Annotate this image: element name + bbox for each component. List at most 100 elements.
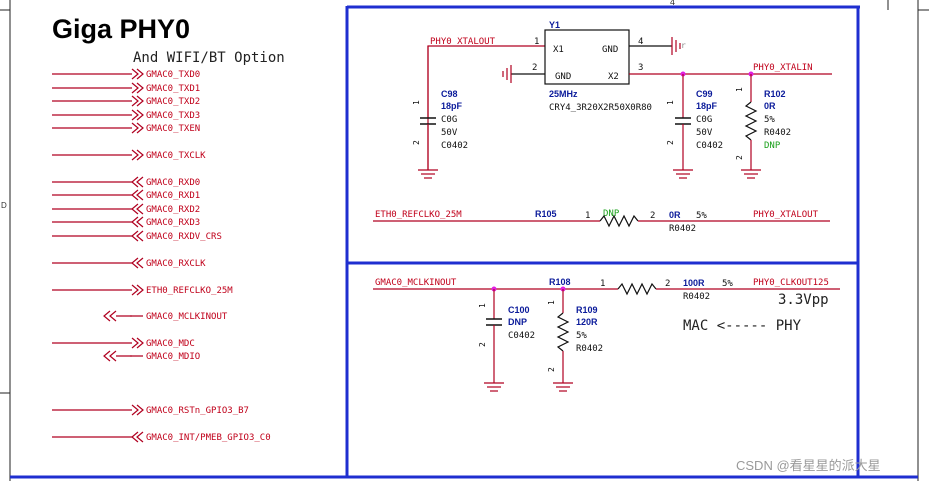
crystal-circuit: PHY0_XTALOUT 1 Y1 X1 GND GND X2 25MHz CR… — [412, 20, 832, 179]
net-label-eth-refclk: ETH0_REFCLKO_25M — [375, 210, 462, 220]
c100-package: C0402 — [508, 331, 535, 341]
port-connector: GMAC0_TXD0 — [52, 68, 200, 80]
c99-package: C0402 — [696, 141, 723, 151]
annotation-vpp: 3.3Vpp — [778, 292, 829, 308]
r105-package: R0402 — [669, 224, 696, 234]
r105-value: 0R — [669, 210, 681, 220]
net-label-xtalout: PHY0_XTALOUT — [430, 37, 496, 47]
port-label: GMAC0_MDC — [146, 339, 195, 349]
port-connector: ETH0_REFCLKO_25M — [52, 284, 233, 296]
y1-pin4-num: 4 — [638, 37, 643, 47]
port-label: GMAC0_MCLKINOUT — [146, 312, 228, 322]
port-connector: GMAC0_TXD2 — [52, 95, 200, 107]
r109-tol: 5% — [576, 331, 587, 341]
port-connector: GMAC0_RSTn_GPIO3_B7 — [52, 404, 249, 416]
port-connector: GMAC0_TXD1 — [52, 82, 200, 94]
page-subtitle: And WIFI/BT Option — [133, 50, 285, 66]
y1-part: CRY4_3R20X2R50X0R80 — [549, 103, 652, 113]
resistor-r105 — [599, 214, 639, 228]
resistor-r102 — [741, 74, 761, 179]
c99-pin1: 1 — [666, 100, 675, 105]
c98-voltage: 50V — [441, 128, 458, 138]
port-connector: GMAC0_TXCLK — [52, 149, 206, 161]
y1-pin2-num: 2 — [532, 63, 537, 73]
r109-ref: R109 — [576, 305, 598, 315]
port-label: GMAC0_RXCLK — [146, 259, 206, 269]
port-list: GMAC0_TXD0GMAC0_TXD1GMAC0_TXD2GMAC0_TXD3… — [52, 68, 271, 443]
gnd-symbol-y1-right — [671, 37, 681, 55]
r102-pin2: 2 — [735, 155, 744, 160]
refclk-option-circuit: ETH0_REFCLKO_25M R105 1 DNP 2 0R 5% R040… — [373, 209, 830, 234]
port-label: GMAC0_RXD1 — [146, 191, 200, 201]
r105-ref: R105 — [535, 209, 557, 219]
c98-ref: C98 — [441, 89, 458, 99]
r109-package: R0402 — [576, 344, 603, 354]
page-title: Giga PHY0 — [52, 14, 190, 44]
port-label: GMAC0_TXD2 — [146, 97, 200, 107]
net-label-xtalout-right: PHY0_XTALOUT — [753, 210, 819, 220]
r102-value: 0R — [764, 101, 776, 111]
port-label: GMAC0_RXDV_CRS — [146, 232, 222, 242]
r109-pin2: 2 — [547, 367, 556, 372]
watermark: CSDN @看星星的派大星 — [736, 458, 881, 473]
port-connector: GMAC0_INT/PMEB_GPIO3_C0 — [52, 431, 271, 443]
port-connector: GMAC0_RXD3 — [52, 216, 200, 228]
port-connector: GMAC0_TXEN — [52, 122, 200, 134]
port-connector: GMAC0_RXD1 — [52, 189, 200, 201]
r109-value: 120R — [576, 317, 598, 327]
r102-tol: 5% — [764, 115, 775, 125]
r109-pin1: 1 — [547, 300, 556, 305]
r105-pin2: 2 — [650, 211, 655, 221]
capacitor-c98 — [418, 46, 438, 179]
port-label: GMAC0_RXD2 — [146, 205, 200, 215]
net-label-mclk: GMAC0_MCLKINOUT — [375, 278, 457, 288]
r108-ref: R108 — [549, 277, 571, 287]
c100-value: DNP — [508, 317, 527, 327]
r108-pin2: 2 — [665, 279, 670, 289]
c98-pin1: 1 — [412, 100, 421, 105]
port-connector: GMAC0_RXCLK — [52, 257, 206, 269]
y1-pin3-num: 3 — [638, 63, 643, 73]
capacitor-c100 — [484, 289, 504, 392]
net-label-clkout: PHY0_CLKOUT125 — [753, 278, 829, 288]
port-connector: GMAC0_RXD0 — [52, 176, 200, 188]
port-connector: GMAC0_MDC — [52, 337, 195, 349]
y1-pin-x2: X2 — [608, 72, 619, 82]
resistor-r109 — [553, 289, 573, 392]
c99-pin2: 2 — [666, 140, 675, 145]
annotation-direction: MAC <----- PHY — [683, 318, 802, 334]
r105-note: DNP — [603, 209, 620, 219]
port-connector: GMAC0_MDIO — [103, 350, 200, 362]
c99-voltage: 50V — [696, 128, 713, 138]
c100-pin2: 2 — [478, 342, 487, 347]
y1-ref: Y1 — [549, 20, 560, 30]
port-label: GMAC0_MDIO — [146, 352, 200, 362]
c100-ref: C100 — [508, 305, 530, 315]
resistor-r108 — [617, 282, 657, 296]
y1-freq: 25MHz — [549, 89, 578, 99]
c98-package: C0402 — [441, 141, 468, 151]
c99-ref: C99 — [696, 89, 713, 99]
r102-ref: R102 — [764, 89, 786, 99]
r102-note: DNP — [764, 141, 781, 151]
c98-dielectric: C0G — [441, 115, 457, 125]
net-label-xtalin: PHY0_XTALIN — [753, 63, 813, 73]
r108-package: R0402 — [683, 292, 710, 302]
port-connector: GMAC0_RXD2 — [52, 203, 200, 215]
y1-pin1-num: 1 — [534, 37, 539, 47]
port-connector: GMAC0_RXDV_CRS — [52, 230, 222, 242]
r102-pin1: 1 — [735, 87, 744, 92]
gnd-symbol-y1-left — [502, 65, 512, 83]
frame-col-mark: 4 — [670, 0, 675, 7]
c99-value: 18pF — [696, 101, 718, 111]
port-connector: GMAC0_MCLKINOUT — [103, 310, 228, 322]
y1-pin-x1: X1 — [553, 45, 564, 55]
r105-pin1: 1 — [585, 211, 590, 221]
r105-tol: 5% — [696, 211, 707, 221]
port-label: GMAC0_RSTn_GPIO3_B7 — [146, 406, 249, 416]
y1-pin-gnd-left: GND — [555, 72, 571, 82]
clkout-circuit: GMAC0_MCLKINOUT R108 1 2 100R 5% R0402 P… — [373, 277, 840, 392]
r108-value: 100R — [683, 278, 705, 288]
frame-row-mark: D — [1, 201, 7, 210]
